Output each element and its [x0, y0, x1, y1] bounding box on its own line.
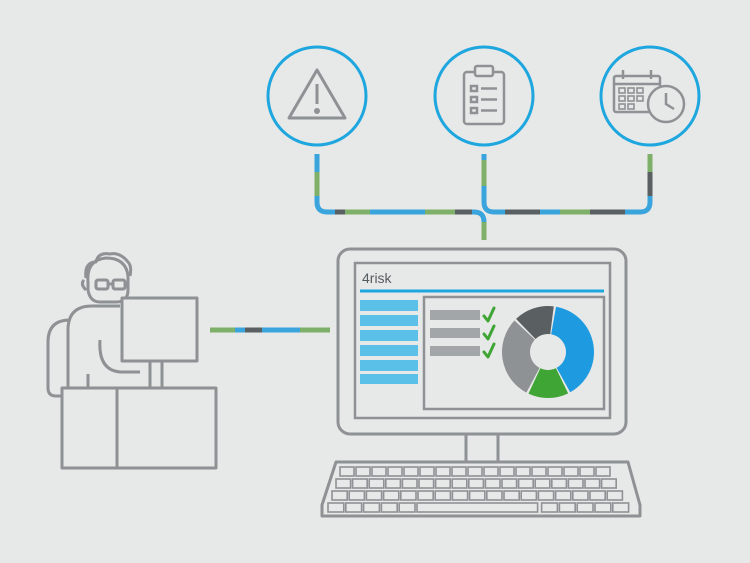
keyboard-key [567, 478, 584, 489]
keyboard-key [554, 490, 572, 501]
keyboard-key [327, 502, 345, 513]
keyboard-key [344, 502, 363, 513]
keyboard-key [501, 478, 518, 489]
keyboard-key [435, 466, 451, 477]
checkmark-icon [482, 306, 496, 323]
desk-monitor [120, 296, 199, 363]
keyboard-key [576, 502, 594, 513]
keyboard-key [485, 490, 503, 501]
keyboard-key [368, 478, 385, 489]
keyboard-key [547, 466, 563, 477]
keyboard-key [531, 466, 547, 477]
keyboard-key [558, 502, 577, 513]
keyboard-key [579, 466, 595, 477]
warning-triangle-icon [287, 68, 347, 120]
keyboard-key [584, 478, 601, 489]
keyboard-key [384, 478, 402, 489]
keyboard-key [419, 466, 435, 477]
keyboard-key [348, 490, 366, 501]
checklist-bar [430, 310, 480, 320]
keyboard-key [401, 478, 418, 489]
keyboard-key [335, 478, 352, 489]
donut-chart [502, 306, 594, 399]
keyboard-key [550, 478, 568, 489]
keyboard-key [571, 490, 589, 501]
keyboard-key [520, 490, 538, 501]
keyboard-key [517, 478, 534, 489]
keyboard-key [434, 478, 452, 489]
keyboard-key [382, 490, 400, 501]
checkmark-icon [482, 324, 496, 341]
keyboard-key [398, 502, 416, 513]
desk [60, 386, 218, 470]
keyboard-key [503, 490, 520, 501]
donut-segment-green [528, 368, 569, 399]
keyboard-key [589, 490, 606, 501]
checkmark-icon [482, 342, 496, 359]
keyboard-key [467, 478, 485, 489]
keyboard-key [600, 478, 617, 489]
chair [46, 318, 71, 398]
keyboard-key [434, 490, 452, 501]
keyboard-key [362, 502, 381, 513]
person-at-desk [46, 252, 218, 470]
keyboard [320, 460, 642, 518]
main-computer: 4risk [320, 247, 642, 518]
keyboard-key [611, 502, 630, 513]
keyboard-spacebar [416, 502, 539, 513]
keyboard-key [371, 466, 387, 477]
keyboard-key [468, 490, 486, 501]
keyboard-key [594, 502, 612, 513]
keyboard-key [451, 466, 467, 477]
keyboard-key [606, 490, 624, 501]
sidebar-item[interactable] [360, 300, 418, 311]
keyboard-key [387, 466, 403, 477]
keyboard-key [540, 502, 559, 513]
keyboard-key [331, 490, 348, 501]
network-connectors [314, 154, 653, 240]
keyboard-key [380, 502, 398, 513]
donut-segment-dark [516, 306, 554, 340]
warning-circle [266, 45, 368, 147]
keyboard-key [537, 490, 555, 501]
clipboard-checklist-icon [462, 64, 506, 126]
donut-segment-gray [502, 320, 540, 393]
keyboard-key [355, 466, 371, 477]
keyboard-key [467, 466, 483, 477]
keyboard-key [484, 478, 501, 489]
clipboard-circle [433, 45, 535, 147]
calendar-circle [599, 45, 701, 147]
sidebar-item[interactable] [360, 330, 418, 341]
person-head [80, 252, 133, 304]
monitor-stand [464, 434, 500, 462]
sidebar-item[interactable] [360, 345, 418, 356]
keyboard-key [418, 478, 435, 489]
sidebar-item[interactable] [360, 315, 418, 326]
keyboard-key [351, 478, 369, 489]
keyboard-key [365, 490, 383, 501]
sidebar-item[interactable] [360, 374, 418, 384]
checklist-bar [430, 328, 480, 338]
donut-segment-blue [551, 306, 594, 393]
app-brand-label: 4risk [362, 270, 393, 286]
keyboard-key [515, 466, 531, 477]
keyboard-key [563, 466, 579, 477]
keyboard-key [451, 478, 468, 489]
keyboard-key [399, 490, 417, 501]
keyboard-key [403, 466, 419, 477]
keyboard-key [451, 490, 469, 501]
checklist [430, 306, 496, 359]
keyboard-key [417, 490, 434, 501]
keyboard-key [499, 466, 515, 477]
keyboard-key [339, 466, 355, 477]
calendar-clock-icon [612, 70, 686, 124]
keyboard-key [534, 478, 551, 489]
person-body [66, 304, 120, 390]
checklist-bar [430, 346, 480, 356]
sidebar-menu [360, 300, 418, 384]
sidebar-item[interactable] [360, 360, 418, 371]
keyboard-key [483, 466, 499, 477]
keyboard-key [595, 466, 611, 477]
